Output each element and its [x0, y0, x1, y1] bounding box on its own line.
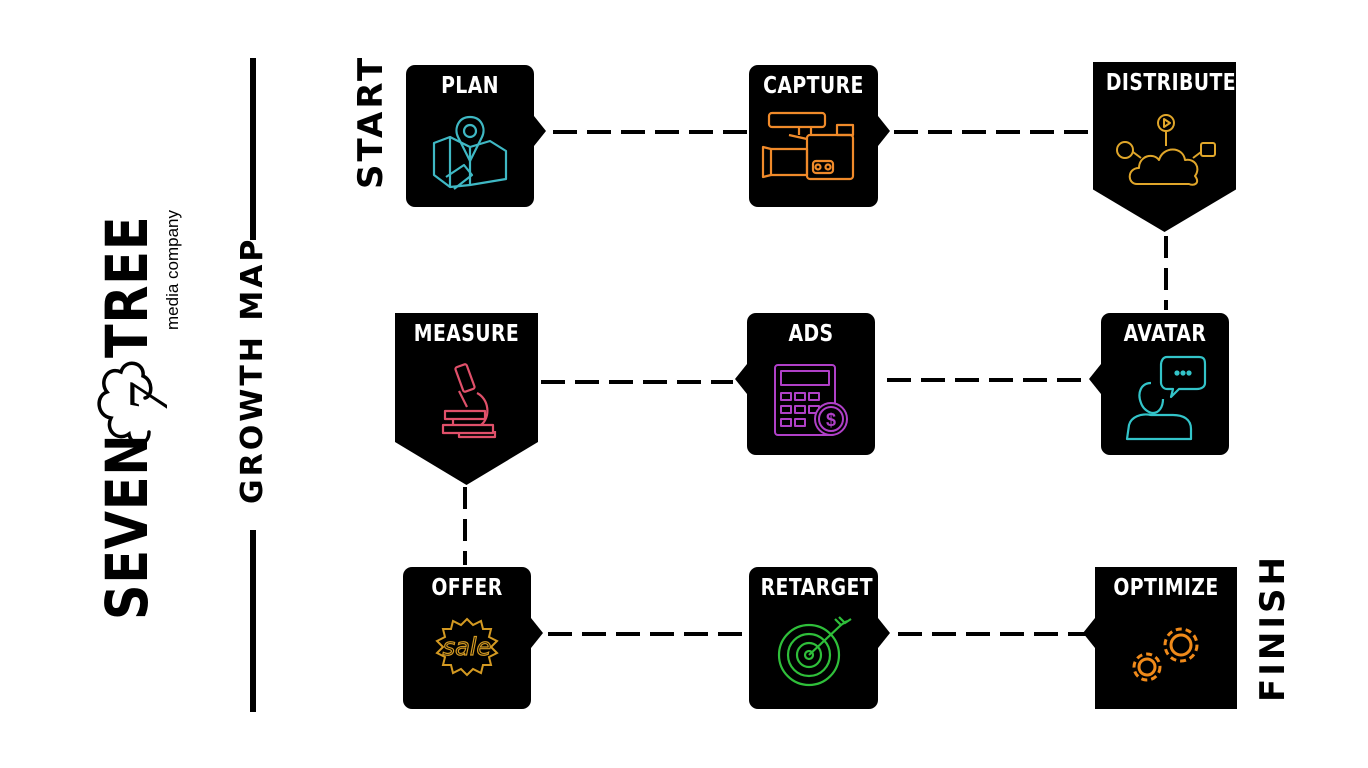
brand-tagline: media company — [163, 209, 182, 330]
connector-avatar-ads — [887, 378, 1087, 382]
svg-text:$: $ — [826, 410, 836, 430]
connector-measure-offer — [463, 487, 467, 565]
step-ads[interactable]: ADS $ — [747, 313, 875, 455]
finish-label: FINISH — [1253, 554, 1293, 702]
connector-capture-distribute — [894, 130, 1092, 134]
brand-logo: SEVEN 7 TREE media company — [85, 200, 195, 620]
connector-distribute-avatar — [1164, 236, 1168, 310]
connector-offer-retarget — [548, 632, 748, 636]
step-capture-label: CAPTURE — [763, 73, 864, 99]
brand-word-seven: SEVEN — [93, 433, 161, 620]
svg-text:sale: sale — [443, 633, 492, 661]
map-pin-icon — [432, 115, 508, 190]
step-ads-arrow — [735, 364, 747, 394]
step-measure[interactable]: MEASURE — [395, 313, 538, 485]
sale-badge-icon: sale — [435, 617, 499, 677]
tree-logo-icon: 7 — [97, 361, 179, 446]
step-offer[interactable]: OFFER sale — [403, 567, 531, 709]
gears-icon — [1132, 627, 1199, 682]
start-label: START — [351, 54, 391, 189]
step-capture[interactable]: CAPTURE — [749, 65, 878, 207]
step-plan-label: PLAN — [441, 73, 499, 99]
connector-ads-measure — [541, 380, 733, 384]
step-retarget-label: RETARGET — [760, 575, 874, 601]
step-avatar-label: AVATAR — [1123, 321, 1207, 347]
target-icon — [777, 616, 852, 687]
step-optimize-arrow — [1083, 618, 1095, 648]
step-avatar-arrow — [1089, 364, 1101, 394]
microscope-icon — [441, 363, 497, 439]
step-distribute-label: DISTRIBUTE — [1105, 70, 1237, 96]
step-plan-arrow — [534, 116, 546, 146]
person-speech-icon — [1125, 355, 1207, 441]
step-distribute[interactable]: DISTRIBUTE — [1093, 62, 1236, 232]
step-measure-label: MEASURE — [413, 321, 520, 347]
brand-word-tree: TREE — [93, 215, 161, 358]
step-capture-arrow — [878, 116, 890, 146]
calculator-dollar-icon: $ — [774, 364, 848, 436]
step-optimize-label: OPTIMIZE — [1113, 575, 1219, 601]
cloud-media-icon — [1116, 114, 1216, 186]
step-retarget[interactable]: RETARGET — [749, 567, 878, 709]
step-offer-label: OFFER — [431, 575, 503, 601]
connector-plan-capture — [553, 130, 747, 134]
step-ads-label: ADS — [788, 321, 834, 347]
brand-numeral: 7 — [118, 382, 179, 412]
step-retarget-arrow — [878, 618, 890, 648]
step-offer-arrow — [531, 618, 543, 648]
connector-retarget-optimize — [898, 632, 1090, 636]
step-avatar[interactable]: AVATAR — [1101, 313, 1229, 455]
title-bar-bottom — [250, 530, 256, 712]
step-optimize[interactable]: OPTIMIZE — [1095, 567, 1237, 709]
title-bar-top — [250, 58, 256, 240]
growth-map-title: GROWTH MAP — [235, 236, 270, 504]
step-plan[interactable]: PLAN — [406, 65, 534, 207]
video-camera-icon — [761, 111, 855, 181]
